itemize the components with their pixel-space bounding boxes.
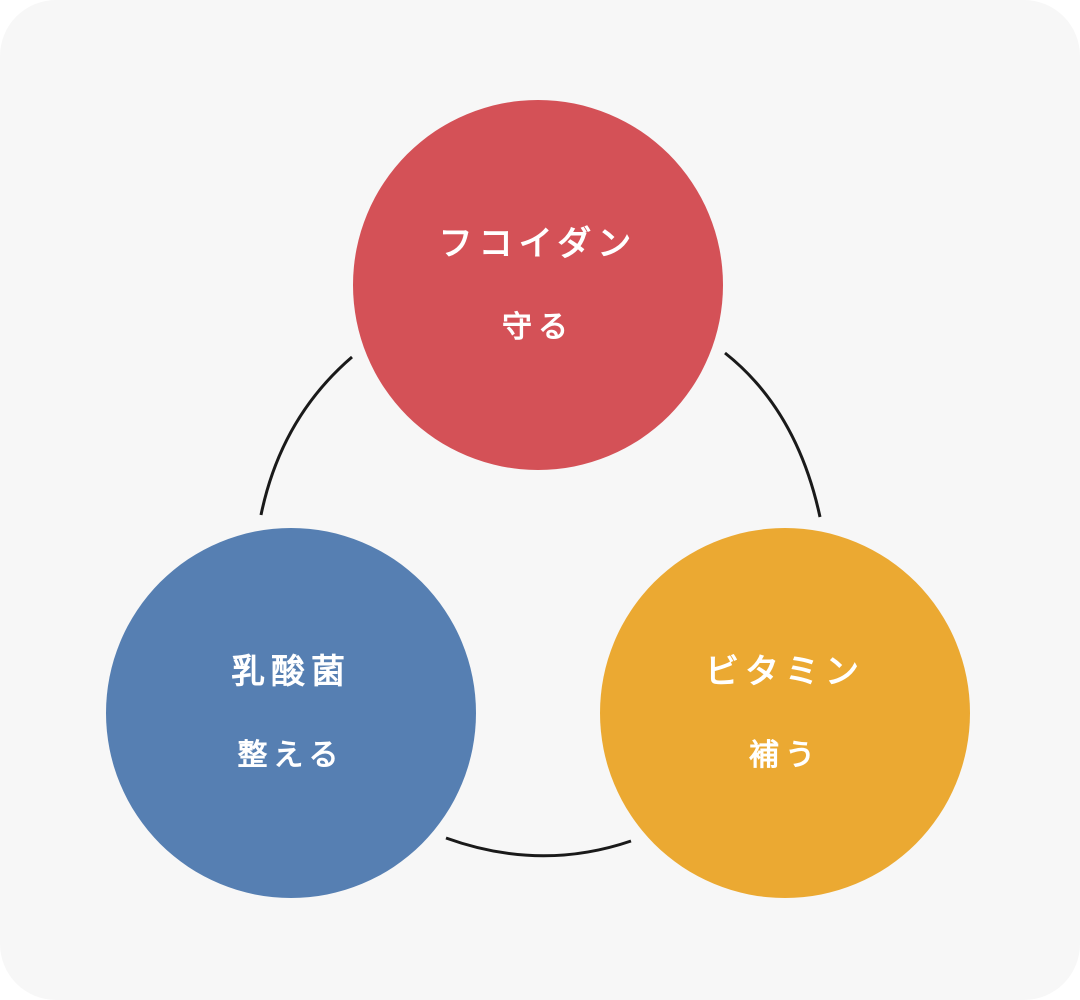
arc-top-left — [259, 355, 353, 516]
vitamin-circle: ビタミン 補う — [600, 528, 970, 898]
fucoidan-role: 守る — [502, 310, 574, 345]
lactic-acid-bacteria-role: 整える — [237, 738, 345, 773]
vitamin-label: ビタミン — [705, 652, 865, 692]
arc-bottom — [445, 836, 632, 858]
lactic-acid-bacteria-circle: 乳酸菌 整える — [106, 528, 476, 898]
lactic-acid-bacteria-label: 乳酸菌 — [231, 652, 351, 692]
vitamin-role: 補う — [749, 738, 821, 773]
fucoidan-label: フコイダン — [438, 224, 638, 264]
fucoidan-circle: フコイダン 守る — [353, 100, 723, 470]
arc-top-right — [724, 351, 822, 518]
